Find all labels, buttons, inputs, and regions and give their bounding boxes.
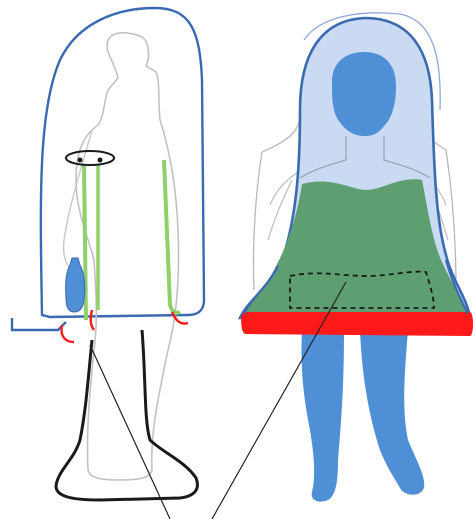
side-red-cuff-left [62, 325, 75, 342]
front-view [240, 13, 473, 502]
front-leg-right [360, 330, 424, 495]
leader-line-side [90, 345, 170, 519]
side-waist-ring [66, 151, 114, 165]
side-red-cuff-mid [91, 310, 94, 330]
front-red-rim [241, 312, 473, 336]
side-view [12, 8, 204, 500]
side-floor-loop [56, 330, 197, 500]
side-person-outline [76, 33, 179, 480]
side-ring-knot-right [98, 158, 103, 163]
front-leg-left [301, 330, 344, 502]
side-ring-knot-left [78, 158, 83, 163]
side-enclosure-outline [41, 8, 204, 317]
side-hook [12, 318, 66, 330]
